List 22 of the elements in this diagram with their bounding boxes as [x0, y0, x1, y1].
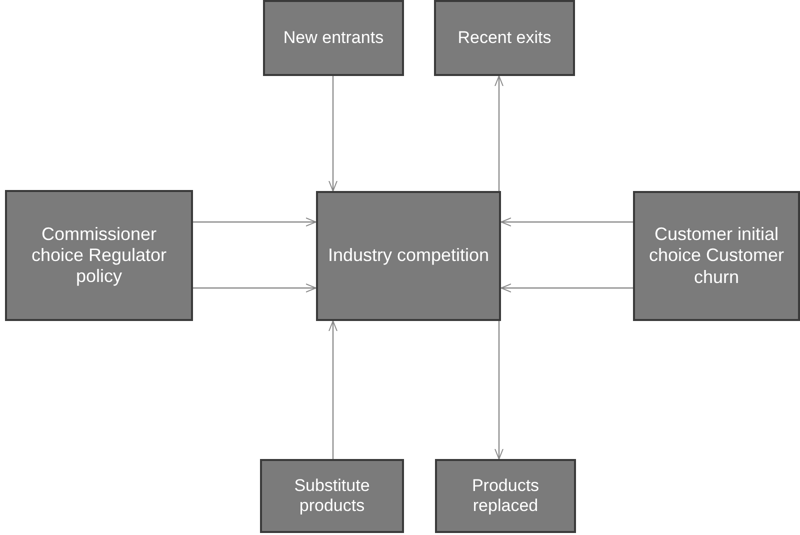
box-label: Products replaced — [470, 476, 540, 516]
process-box — [263, 0, 404, 76]
box-label: Customer initial choice Customer churn — [648, 224, 786, 288]
process-box — [316, 191, 501, 321]
process-box — [633, 191, 800, 321]
arrow — [494, 76, 504, 191]
arrow — [500, 218, 633, 226]
process-box — [5, 190, 193, 321]
process-box — [435, 459, 576, 533]
box-label: Industry competition — [328, 245, 490, 267]
arrow — [500, 284, 633, 292]
arrow — [328, 320, 338, 459]
process-box — [434, 0, 575, 76]
arrow — [193, 218, 316, 226]
arrow — [193, 284, 316, 292]
box-label: Substitute products — [293, 476, 371, 516]
box-label: Commissioner choice Regulator policy — [30, 224, 168, 288]
box-label: New entrants — [283, 28, 384, 48]
box-label: Recent exits — [458, 28, 552, 48]
arrow — [328, 76, 338, 192]
process-box — [260, 459, 404, 533]
arrow — [494, 321, 504, 460]
